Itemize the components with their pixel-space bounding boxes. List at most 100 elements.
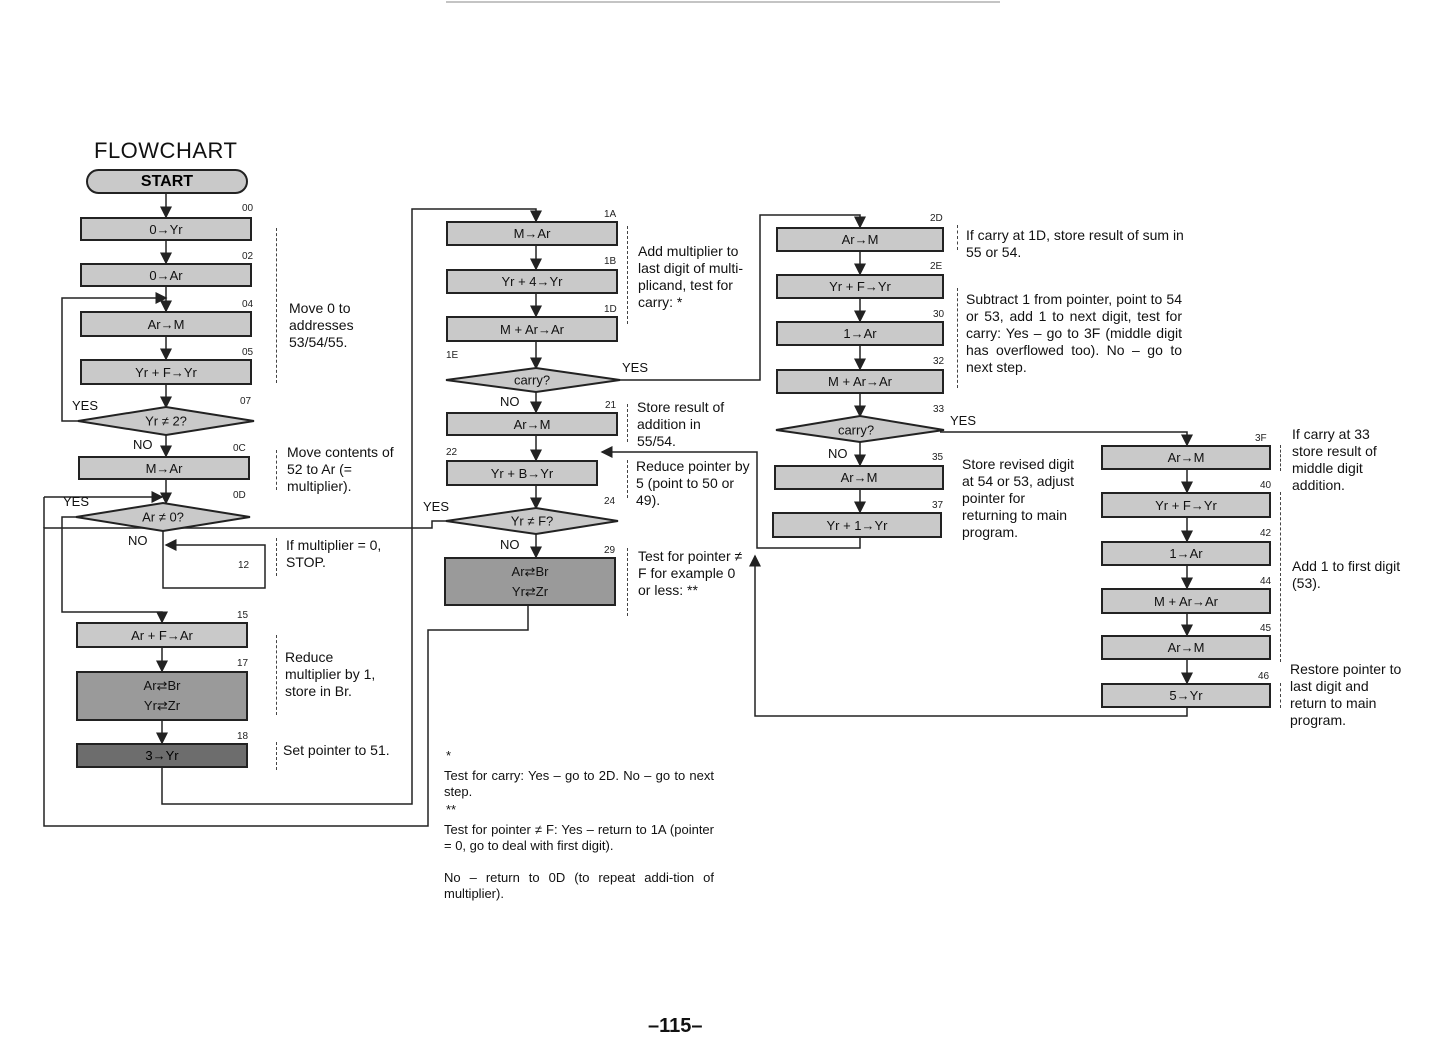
addr-1E: 1E [446, 350, 459, 361]
footnote-star-1: * [446, 748, 452, 763]
step-2E: Yr + F→Yr [776, 274, 944, 299]
note-move-zero: Move 0 to addresses 53/54/55. [289, 300, 354, 350]
step-2D: Ar→M [776, 227, 944, 252]
decision-0D [75, 501, 251, 533]
no-1E: NO [500, 394, 520, 409]
no-24: NO [500, 537, 520, 552]
no-07: NO [133, 437, 153, 452]
step-29-line1: Ar⇄Br [511, 563, 549, 579]
yes-0D: YES [63, 494, 90, 509]
start-terminal: START [86, 169, 248, 194]
step-1A: M→Ar [446, 221, 618, 246]
step-04: Ar→M [80, 311, 252, 337]
addr-15: 15 [237, 610, 249, 621]
addr-32: 32 [933, 356, 945, 367]
decision-0D-label: Ar ≠ 0? [142, 509, 184, 525]
step-32: M + Ar→Ar [776, 369, 944, 394]
addr-30: 30 [933, 309, 945, 320]
addr-2D: 2D [930, 213, 943, 224]
addr-35: 35 [932, 452, 944, 463]
step-22: Yr + B→Yr [446, 460, 598, 486]
note-reduce-pointer: Reduce pointer by 5 (point to 50 or 49). [636, 458, 750, 508]
note-move-contents: Move contents of 52 to Ar (= multiplier)… [287, 444, 394, 494]
step-21: Ar→M [446, 412, 618, 436]
addr-05: 05 [242, 347, 254, 358]
step-1B: Yr + 4→Yr [446, 269, 618, 294]
bracket-6 [627, 226, 628, 324]
footnote-carry: Test for carry: Yes – go to 2D. No – go … [444, 768, 714, 799]
bracket-4 [276, 635, 277, 715]
step-18: 3→Yr [76, 743, 248, 768]
footnote-pointer-yes: Test for pointer ≠ F: Yes – return to 1A… [444, 822, 714, 853]
addr-0C: 0C [233, 443, 246, 454]
step-17-line2: Yr⇄Zr [143, 698, 181, 713]
addr-33: 33 [933, 404, 945, 415]
decision-07-label: Yr ≠ 2? [145, 413, 187, 429]
addr-44: 44 [1260, 576, 1272, 587]
step-35: Ar→M [774, 465, 944, 490]
decision-07 [77, 405, 255, 437]
step-17-line1: Ar⇄Br [143, 678, 181, 693]
step-30: 1→Ar [776, 321, 944, 346]
addr-07: 07 [240, 396, 252, 407]
decision-1E-label: carry? [513, 372, 551, 388]
note-set-pointer: Set pointer to 51. [283, 742, 390, 758]
page-number: –115– [648, 1015, 703, 1037]
step-42: 1→Ar [1101, 541, 1271, 566]
bracket-5 [276, 742, 277, 770]
step-46: 5→Yr [1101, 683, 1271, 708]
addr-0D: 0D [233, 490, 246, 501]
step-15: Ar + F→Ar [76, 622, 248, 648]
decision-24-label: Yr ≠ F? [510, 513, 554, 529]
addr-00: 00 [242, 203, 254, 214]
bracket-12 [1280, 445, 1281, 471]
no-0D: NO [128, 533, 148, 548]
yes-07: YES [72, 398, 99, 413]
step-45: Ar→M [1101, 635, 1271, 660]
no-33: NO [828, 446, 848, 461]
yes-1E: YES [622, 360, 649, 375]
step-17: Ar⇄Br Yr⇄Zr [76, 671, 248, 721]
note-carry-33: If carry at 33 store result of middle di… [1292, 426, 1377, 493]
addr-3F: 3F [1255, 433, 1267, 444]
note-test-pointer: Test for pointer ≠ F for example 0 or le… [638, 548, 743, 598]
addr-04: 04 [242, 299, 254, 310]
addr-1B: 1B [604, 256, 617, 267]
note-reduce-multiplier: Reduce multiplier by 1, store in Br. [285, 649, 376, 699]
bracket-11 [957, 288, 958, 388]
note-add-first-digit: Add 1 to first digit (53). [1292, 558, 1401, 591]
addr-1D: 1D [604, 304, 617, 315]
step-3F: Ar→M [1101, 445, 1271, 470]
yes-24: YES [423, 499, 450, 514]
decision-1E [445, 366, 621, 394]
step-00: 0→Yr [80, 217, 252, 241]
addr-12: 12 [238, 560, 250, 571]
step-1D: M + Ar→Ar [446, 316, 618, 342]
addr-1A: 1A [604, 209, 617, 220]
step-02: 0→Ar [80, 263, 252, 287]
note-store-result: Store result of addition in 55/54. [637, 399, 725, 449]
note-add-multiplier: Add multiplier to last digit of multi-pl… [638, 243, 744, 310]
note-subtract: Subtract 1 from pointer, point to 54 or … [966, 291, 1182, 375]
bracket-13 [1280, 492, 1281, 662]
step-37: Yr + 1→Yr [772, 512, 942, 538]
note-carry-1D: If carry at 1D, store result of sum in 5… [966, 227, 1184, 260]
addr-21: 21 [605, 400, 617, 411]
addr-24: 24 [604, 496, 616, 507]
decision-33 [775, 414, 945, 444]
step-29-line2: Yr⇄Zr [511, 583, 549, 599]
addr-02: 02 [242, 251, 254, 262]
note-store-revised: Store revised digit at 54 or 53, adjust … [962, 456, 1075, 540]
addr-18: 18 [237, 731, 249, 742]
note-restore-pointer: Restore pointer to last digit and return… [1290, 661, 1402, 728]
step-44: M + Ar→Ar [1101, 588, 1271, 614]
flowchart-title: FLOWCHART [94, 138, 238, 163]
step-29: Ar⇄Br Yr⇄Zr [444, 557, 616, 606]
bracket-14 [1280, 683, 1281, 708]
bracket-1 [276, 228, 277, 383]
yes-33: YES [950, 413, 977, 428]
addr-40: 40 [1260, 480, 1272, 491]
bracket-3 [276, 538, 277, 576]
